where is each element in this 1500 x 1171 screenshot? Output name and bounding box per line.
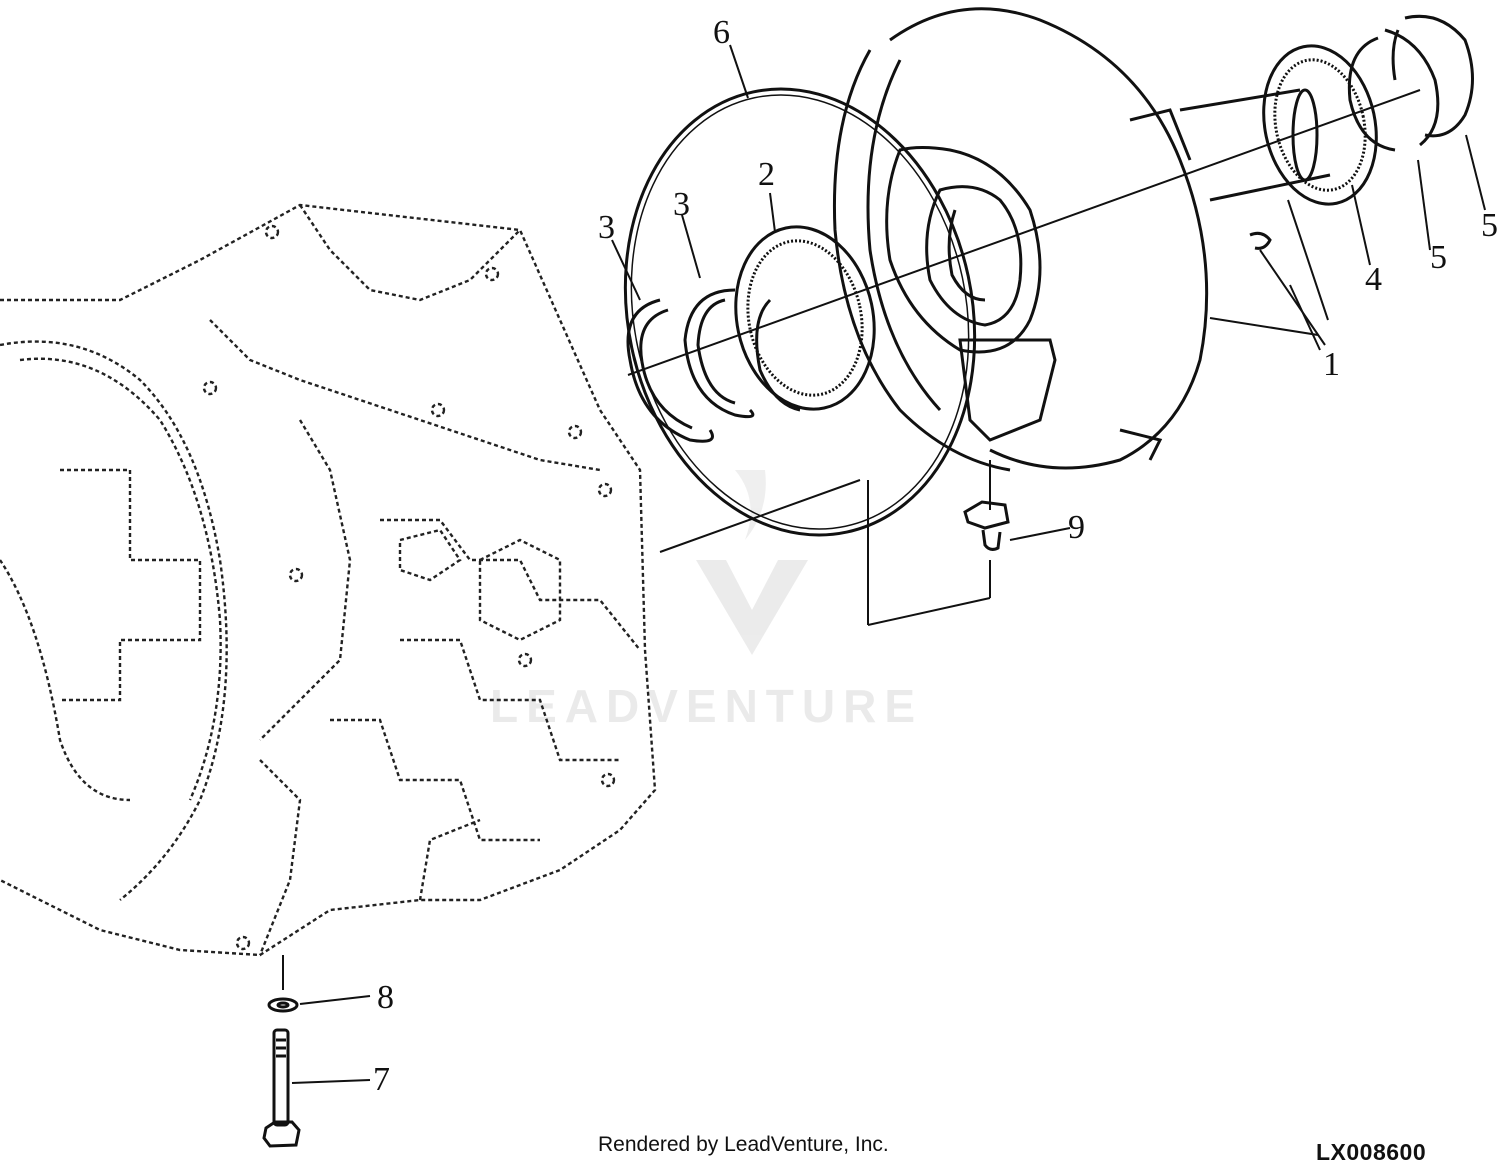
watermark-text: LEADVENTURE: [490, 680, 923, 732]
callout-8: 8: [377, 979, 394, 1016]
callout-5a: 5: [1430, 239, 1447, 276]
callout-3a: 3: [598, 209, 615, 246]
thrust-washer-2: [734, 225, 876, 412]
callout-9: 9: [1068, 509, 1085, 546]
washer-8: [267, 997, 299, 1013]
callout-3b: 3: [673, 186, 690, 223]
pump-housing-1: [832, 7, 1331, 472]
callout-7: 7: [373, 1061, 390, 1098]
callout-4: 4: [1365, 261, 1382, 298]
sealing-rings-5: [1347, 14, 1474, 152]
o-ring-6: [623, 87, 977, 537]
callout-5b: 5: [1481, 207, 1498, 244]
callout-1: 1: [1323, 346, 1340, 383]
callout-leaders: [291, 44, 1486, 1084]
callout-6: 6: [713, 14, 730, 51]
seal-4: [1262, 44, 1378, 206]
cap-screw-7: [262, 1028, 301, 1148]
snap-ring-3b: [683, 288, 755, 419]
plug-9: [963, 500, 1010, 551]
watermark-logo: [696, 470, 808, 655]
callout-labels: 1 2 3 3 4 5 5 6 7 8 9: [373, 14, 1498, 1098]
figure-code: LX008600: [1316, 1139, 1427, 1165]
rendered-by-credit: Rendered by LeadVenture, Inc.: [598, 1133, 889, 1156]
transmission-housing: [0, 203, 657, 957]
callout-2: 2: [758, 156, 775, 193]
